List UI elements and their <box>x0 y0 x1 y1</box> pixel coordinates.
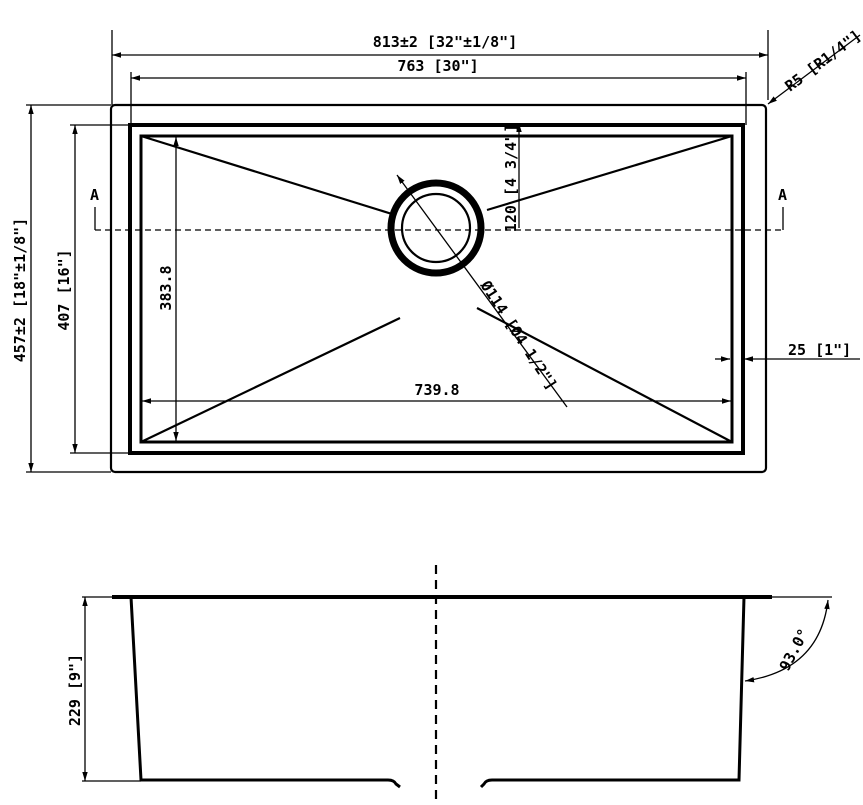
overall-width-label: 813±2 [32"±1/8"] <box>373 33 518 51</box>
bowl-width-label: 739.8 <box>414 381 459 399</box>
overall-depth-label: 457±2 [18"±1/8"] <box>11 218 29 363</box>
flange-outline <box>109 103 768 474</box>
section-left-wall <box>129 596 401 789</box>
slope-line <box>476 307 733 443</box>
wall-angle-arc <box>744 599 830 683</box>
slope-line <box>140 134 393 216</box>
bowl-floor <box>139 134 734 444</box>
wall-angle-label: 93.0° <box>776 626 813 674</box>
drain-offset-label: 120 [4 3/4"] <box>502 124 520 232</box>
slope-line <box>140 317 401 443</box>
inner-width-label: 763 [30"] <box>397 57 478 75</box>
section-right-wall <box>479 596 746 789</box>
drain-inner <box>400 192 472 264</box>
section-marker-right: A <box>778 186 787 204</box>
inner-depth-label: 407 [16"] <box>55 249 73 330</box>
section-marker-left: A <box>90 186 99 204</box>
slope-line <box>486 134 733 212</box>
bowl-rim <box>128 123 745 455</box>
flange-width-label: 25 [1"] <box>788 341 851 359</box>
section-view: 229 [9"] 93.0° <box>66 565 832 805</box>
corner-radius-label: R5 [R1/4"] <box>782 26 863 95</box>
bowl-depth-label: 383.8 <box>157 265 175 310</box>
plan-view: A A 813±2 [32"±1/8"] 763 [30"] R5 [R1/4"… <box>11 26 863 474</box>
drain-diameter-label: Ø114 [Ø4 1/2"] <box>476 277 561 394</box>
height-label: 229 [9"] <box>66 654 84 726</box>
drain-diameter-leader <box>396 174 568 408</box>
radius-leader <box>767 34 861 105</box>
